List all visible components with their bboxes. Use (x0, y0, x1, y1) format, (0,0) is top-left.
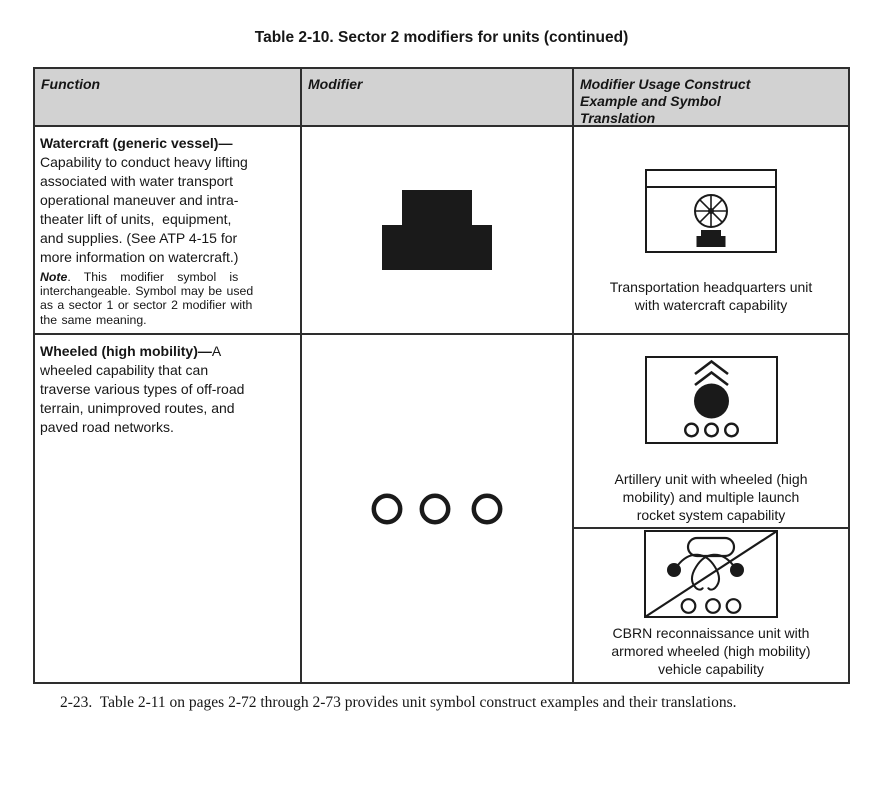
function-wheeled-lead: Wheeled (high mobility)— (40, 343, 212, 359)
transportation-hq-watercraft-symbol-icon (645, 169, 777, 253)
example-caption: Transportation headquarters unit with wa… (609, 279, 813, 313)
modifier-cell-watercraft (302, 127, 574, 335)
three-circles-wheeled-icon (371, 493, 503, 524)
paragraph-2-23: 2-23. Table 2-11 on pages 2-72 through 2… (60, 694, 737, 711)
header-modifier-label: Modifier (308, 76, 363, 92)
function-cell-wheeled: Wheeled (high mobility)—A wheeled capabi… (35, 335, 302, 682)
header-example-label: Modifier Usage Construct Example and Sym… (580, 76, 751, 126)
function-watercraft-note: Note. This modifier symbol is interchang… (40, 270, 295, 327)
watercraft-silhouette-icon (382, 190, 492, 270)
artillery-mlrs-wheeled-symbol-icon (644, 356, 778, 444)
function-wheeled-body: A wheeled capability that can traverse v… (40, 343, 245, 435)
example-caption: Artillery unit with wheeled (high mobili… (614, 471, 808, 523)
note-lead: Note (40, 270, 68, 284)
function-watercraft-lead: Watercraft (generic vessel)— (40, 135, 233, 151)
function-watercraft-body: Capability to conduct heavy lifting asso… (40, 154, 248, 265)
header-cell-function: Function (35, 69, 302, 127)
cbrn-recon-armored-wheeled-symbol-icon (644, 530, 778, 618)
example-cell-cbrn-recon: CBRN reconnaissance unit with armored wh… (574, 529, 848, 682)
modifiers-table: Function Modifier Modifier Usage Constru… (33, 67, 850, 684)
header-cell-modifier: Modifier (302, 69, 574, 127)
header-cell-example: Modifier Usage Construct Example and Sym… (574, 69, 848, 127)
example-cell-transportation-hq: Transportation headquarters unit with wa… (574, 127, 848, 335)
table-title: Table 2-10. Sector 2 modifiers for units… (254, 29, 629, 46)
function-cell-watercraft: Watercraft (generic vessel)— Capability … (35, 127, 302, 335)
header-function-label: Function (41, 76, 101, 92)
example-caption: CBRN reconnaissance unit with armored wh… (611, 625, 811, 677)
example-cell-artillery-mlrs: Artillery unit with wheeled (high mobili… (574, 335, 848, 529)
modifier-cell-wheeled (302, 335, 574, 682)
note-body: . This modifier symbol is interchangeabl… (40, 270, 254, 327)
